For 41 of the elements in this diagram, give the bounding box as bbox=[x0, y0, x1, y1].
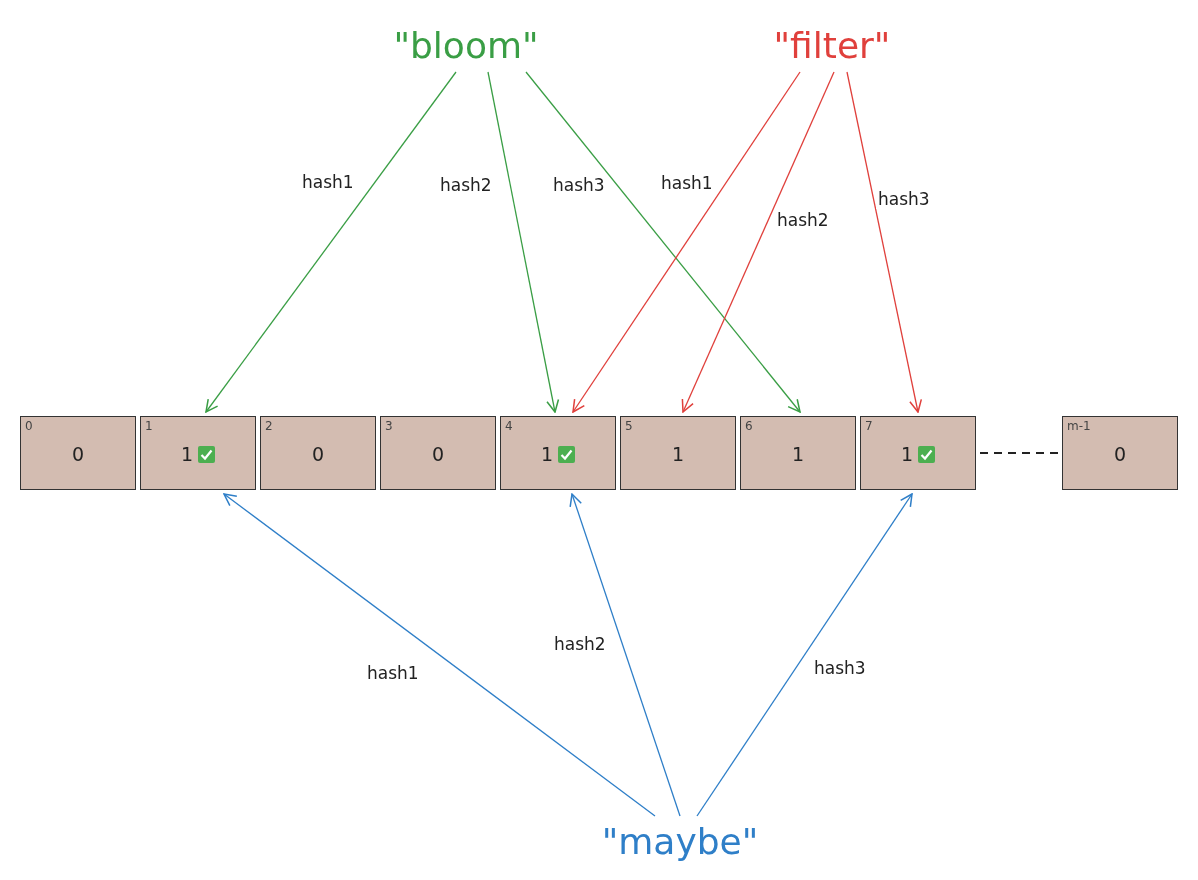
arrow bbox=[681, 71, 835, 413]
bit-value: 1 bbox=[180, 443, 194, 465]
arrow bbox=[696, 493, 913, 817]
dashed-line bbox=[979, 452, 1061, 454]
arrow bbox=[572, 71, 801, 413]
bit-value: 0 bbox=[1113, 443, 1127, 465]
index-label: 3 bbox=[385, 419, 393, 433]
bit-value: 0 bbox=[431, 443, 445, 465]
index-label: 0 bbox=[25, 419, 33, 433]
arrow bbox=[525, 71, 801, 413]
index-label: 6 bbox=[745, 419, 753, 433]
array-cell bbox=[20, 416, 136, 490]
array-cell bbox=[260, 416, 376, 490]
bit-value: 1 bbox=[791, 443, 805, 465]
bit-value: 1 bbox=[540, 443, 554, 465]
arrow bbox=[205, 71, 457, 413]
index-label: m-1 bbox=[1067, 419, 1091, 433]
array-cell bbox=[140, 416, 256, 490]
edge-label: hash3 bbox=[876, 189, 932, 209]
bit-value: 0 bbox=[311, 443, 325, 465]
bit-value: 1 bbox=[900, 443, 914, 465]
array-cell bbox=[860, 416, 976, 490]
array-cell bbox=[740, 416, 856, 490]
index-label: 5 bbox=[625, 419, 633, 433]
word-label: "maybe" bbox=[590, 820, 770, 864]
arrow bbox=[569, 493, 681, 817]
word-label: "filter" bbox=[762, 24, 902, 68]
bit-value: 1 bbox=[671, 443, 685, 465]
arrow bbox=[846, 71, 923, 413]
array-cell bbox=[380, 416, 496, 490]
array-cell bbox=[620, 416, 736, 490]
index-label: 4 bbox=[505, 419, 513, 433]
bit-value: 0 bbox=[71, 443, 85, 465]
index-label: 1 bbox=[145, 419, 153, 433]
array-cell bbox=[1062, 416, 1178, 490]
index-label: 7 bbox=[865, 419, 873, 433]
index-label: 2 bbox=[265, 419, 273, 433]
arrow bbox=[223, 493, 656, 817]
word-label: "bloom" bbox=[386, 24, 546, 68]
array-cell bbox=[500, 416, 616, 490]
arrow bbox=[487, 71, 560, 413]
